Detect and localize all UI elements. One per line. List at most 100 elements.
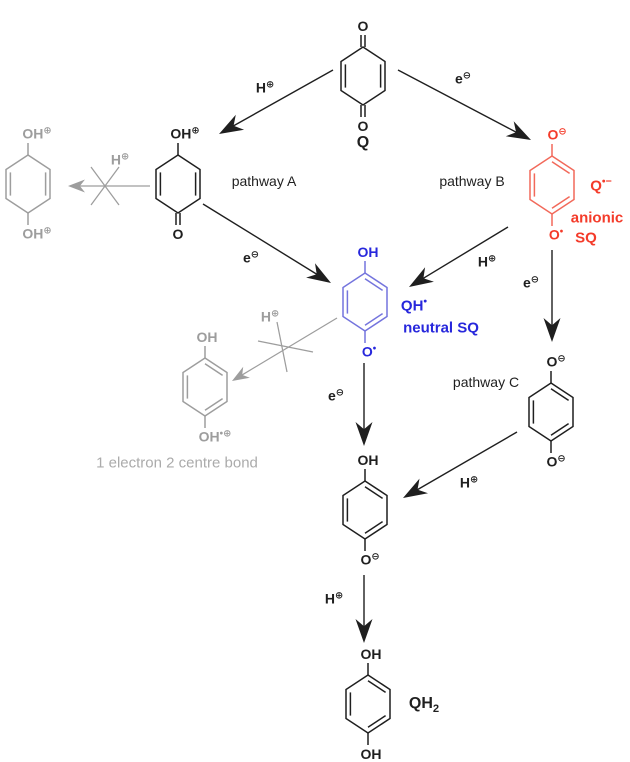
arrow-head <box>505 121 531 140</box>
arrow-head <box>543 318 561 342</box>
protonated-quinone-pathway-a <box>155 143 201 225</box>
label-neutral-sq: neutral SQ <box>403 321 479 336</box>
label-pathway-c: pathway C <box>453 375 519 389</box>
text-part: ⊖ <box>335 387 345 399</box>
arrow-line <box>421 226 509 280</box>
text-part: ⊕ <box>191 125 200 137</box>
label-e-minus-a-to-sq: e⊖ <box>243 250 259 266</box>
arrow-line <box>231 69 334 128</box>
text-part: OH <box>198 428 220 445</box>
text-part: OH <box>22 225 44 242</box>
blocked-dication-top-atom-label: OH⊕ <box>22 125 51 142</box>
double-bond-inner <box>364 312 384 326</box>
arrow-head <box>306 263 331 283</box>
label-e-minus-q-to-b: e⊖ <box>454 70 472 87</box>
neutral-semiquinone <box>342 261 388 343</box>
label-anionic-sq: SQ <box>575 231 597 246</box>
label-qh-radical: QH• <box>401 295 428 313</box>
text-part: ⊕ <box>265 79 275 91</box>
double-bond-inner <box>551 161 571 175</box>
text-part: OH <box>196 329 218 345</box>
text-part: H <box>260 308 271 325</box>
text-part: ⊕ <box>469 474 479 486</box>
label-h-plus-blocked-top: H⊕ <box>111 152 129 168</box>
label-h-plus-b-to-sq: H⊕ <box>477 253 496 270</box>
double-bond-inner <box>367 714 387 728</box>
text-part: • <box>423 295 428 308</box>
arrow-dianion-to-monoanion <box>403 431 518 498</box>
double-bond-inner <box>364 486 384 500</box>
arrow-monoanion-to-qh2 <box>355 575 373 643</box>
anionic-semiquinone-top-atom-label: O⊖ <box>547 126 566 143</box>
hydroquinone-monoanion <box>342 469 388 551</box>
text-part: OH <box>22 125 44 142</box>
text-part: anionic <box>570 209 624 227</box>
text-part: 2 <box>432 703 440 716</box>
text-part: ⊖ <box>462 70 472 82</box>
blocked-radical-cation <box>182 346 228 428</box>
text-part: H <box>324 590 335 607</box>
text-part: O <box>357 118 369 134</box>
hydroquinone-qh2-top-atom-label: OH <box>361 647 382 661</box>
arrow-q-to-pathway-b <box>397 69 531 140</box>
text-part: SQ <box>575 229 597 247</box>
arrow-head <box>219 114 245 134</box>
cross-out-line <box>276 321 288 373</box>
text-part: O <box>547 126 559 143</box>
text-part: QH <box>408 695 433 712</box>
cross-out-line <box>257 340 314 353</box>
double-bond-inner <box>367 680 387 694</box>
text-part: OH <box>360 646 382 662</box>
text-part: H <box>459 474 470 491</box>
blocked-dication-bottom-atom-label: OH⊕ <box>22 225 51 242</box>
quinone-dianion-pathway-c-bottom-atom-label: O⊖ <box>546 453 566 470</box>
arrow-blocked-radical-cation <box>232 317 338 381</box>
label-pathway-b: pathway B <box>439 174 504 188</box>
text-part: ⊖ <box>557 453 566 465</box>
text-part: e <box>327 387 336 404</box>
label-h-plus-q-to-a: H⊕ <box>255 79 275 96</box>
text-part: O <box>361 343 373 360</box>
text-part: ⊖ <box>530 274 540 286</box>
neutral-semiquinone-top-atom-label: OH <box>358 245 379 259</box>
text-part: Q <box>590 177 602 195</box>
arrow-line <box>415 431 518 492</box>
cross-out-line <box>90 166 120 206</box>
neutral-semiquinone-bottom-atom-label: O• <box>361 343 377 360</box>
hydroquinone-monoanion-top-atom-label: OH <box>358 453 379 467</box>
label-h-plus-blocked-mid: H⊕ <box>260 308 279 325</box>
text-part: •− <box>601 175 612 188</box>
text-part: ⊕ <box>223 428 232 440</box>
blocked-radical-cation-top-atom-label: OH <box>197 330 218 344</box>
text-part: ⊕ <box>334 590 344 602</box>
arrow-head <box>232 366 250 381</box>
arrow-line <box>397 69 519 134</box>
arrow-a-to-neutral-sq <box>202 203 331 283</box>
arrow-q-to-pathway-a <box>219 69 334 134</box>
protonated-quinone-pathway-a-bottom-atom-label: O <box>173 227 184 241</box>
anionic-semiquinone-bottom-atom-label: O• <box>549 226 564 243</box>
text-part: O <box>546 353 558 370</box>
label-q: Q <box>357 135 369 151</box>
text-part: • <box>219 428 224 440</box>
label-h-plus-c-down: H⊕ <box>459 474 479 491</box>
text-part: pathway A <box>231 173 297 189</box>
text-part: e <box>454 70 463 87</box>
label-e-minus-sq-down: e⊖ <box>327 387 345 404</box>
double-bond-inner <box>550 388 570 402</box>
text-part: • <box>559 226 564 238</box>
ring-bond <box>340 46 386 106</box>
text-part: • <box>372 343 377 355</box>
text-part: O <box>172 226 184 242</box>
double-bond-inner <box>204 397 224 411</box>
quinone-q <box>340 35 386 117</box>
label-q-radical-anion: Q•− <box>590 175 612 195</box>
arrow-line <box>202 203 319 276</box>
arrow-head <box>403 478 428 498</box>
arrow-neutral-sq-to-monoanion <box>355 363 373 446</box>
quinone-dianion-pathway-c <box>528 371 574 453</box>
text-part: H <box>255 79 266 96</box>
anionic-semiquinone <box>529 144 575 226</box>
text-part: H <box>477 253 488 270</box>
